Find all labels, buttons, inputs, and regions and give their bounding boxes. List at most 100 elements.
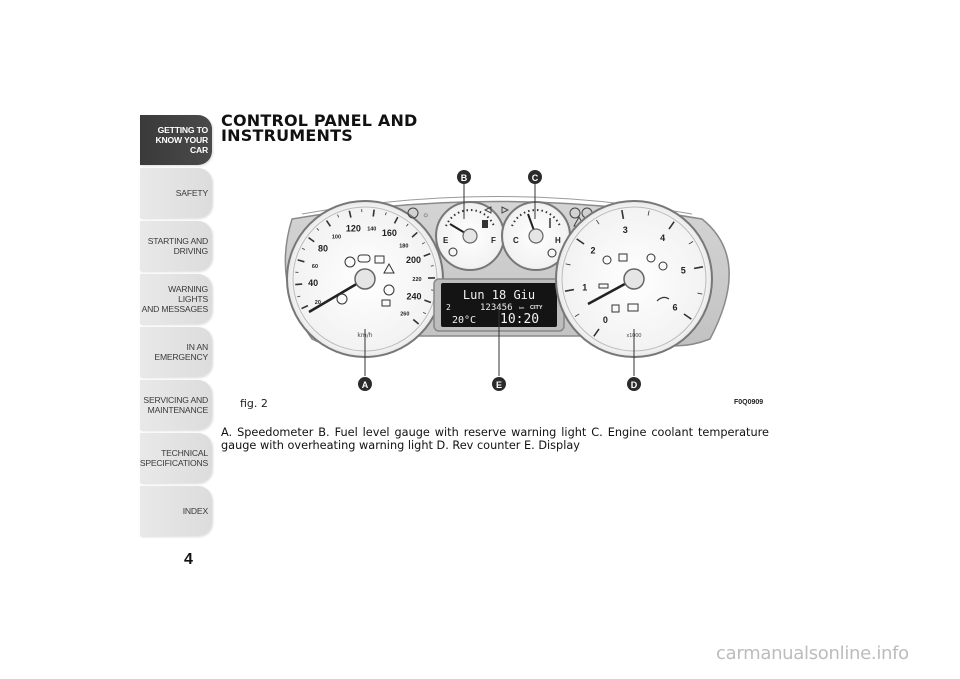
dial-tick-label: 4	[660, 233, 665, 243]
dial-tick-label: 140	[367, 226, 376, 232]
dial-tick	[297, 295, 301, 298]
dial-tick	[621, 209, 625, 220]
dial-tick	[424, 299, 432, 304]
dial-tick	[688, 241, 694, 245]
dial-tick	[421, 242, 425, 245]
tab-servicing[interactable]: SERVICING AND MAINTENANCE	[140, 380, 212, 430]
light-icon: ☼	[422, 210, 429, 219]
dial-tick	[564, 288, 575, 292]
dial-tick-label: 6	[672, 303, 677, 313]
turn-right-icon	[501, 206, 510, 214]
dial-tick	[301, 304, 309, 310]
fuel-gauge: E F	[435, 201, 505, 271]
temp-low-label: C	[513, 236, 519, 245]
display-gear: 2	[446, 303, 451, 312]
dial-tick	[412, 318, 420, 325]
dial-tick	[308, 236, 315, 243]
dial-tick	[301, 247, 305, 250]
display-time: 10:20	[500, 312, 539, 327]
dial-tick-label: 120	[346, 223, 361, 233]
dial-tick	[337, 214, 340, 218]
hazard-icon	[383, 262, 395, 274]
dial-tick-label: 160	[382, 228, 397, 238]
display-temperature: 20°C	[452, 315, 476, 326]
tab-label: WARNING LIGHTS AND MESSAGES	[141, 284, 209, 314]
tab-safety[interactable]: SAFETY	[140, 168, 212, 218]
figure-code: F0Q0909	[734, 399, 764, 406]
dial-tick	[295, 283, 303, 286]
turn-left-icon	[483, 206, 492, 214]
dial-tick-label: 0	[603, 315, 608, 325]
speedometer-needle	[308, 277, 366, 314]
airbag-icon	[646, 253, 656, 263]
dial-tick-label: 3	[623, 225, 628, 235]
tab-label: SERVICING AND MAINTENANCE	[143, 395, 208, 415]
dial-tick-label: 40	[308, 278, 318, 288]
display-mode: CITY	[530, 305, 543, 311]
warning-icon	[383, 284, 395, 296]
dial-tick	[325, 220, 332, 227]
glow-plug-icon	[598, 283, 609, 289]
fog-light-icon	[569, 207, 581, 219]
dial-tick-label: 2	[591, 245, 596, 255]
dial-tick	[565, 263, 571, 266]
tab-index[interactable]: INDEX	[140, 486, 212, 536]
page-number: 4	[184, 551, 193, 568]
tab-label: IN AN EMERGENCY	[154, 342, 208, 362]
headlight-icon	[407, 207, 419, 219]
tab-getting-to-know-your-car[interactable]: GETTING TO KNOW YOUR CAR	[140, 115, 212, 165]
warning-icon	[611, 304, 620, 313]
callout-markers: B C A E D	[358, 170, 641, 391]
tab-label: SAFETY	[175, 188, 208, 198]
warning-icon	[602, 255, 612, 265]
dial-tick	[574, 313, 580, 317]
section-title: CONTROL PANEL AND INSTRUMENTS	[221, 111, 418, 145]
dial-tick	[406, 223, 409, 227]
dial-tick	[411, 231, 418, 238]
tab-technical-specifications[interactable]: TECHNICAL SPECIFICATIONS	[140, 433, 212, 483]
dial-tick-label: 5	[681, 265, 686, 275]
callout-d: D	[631, 380, 638, 390]
dial-tick-label: 180	[399, 243, 408, 249]
dial-tick	[393, 216, 399, 224]
display-date: Lun 18 Giu	[463, 288, 535, 302]
dial-tick	[423, 252, 431, 257]
tab-label: TECHNICAL SPECIFICATIONS	[139, 448, 208, 468]
watermark: carmanualsonline.info	[716, 643, 909, 664]
warning-icon	[357, 254, 371, 263]
callout-c: C	[532, 173, 539, 183]
tab-label: INDEX	[182, 506, 208, 516]
warning-icon	[344, 256, 356, 268]
fuel-low-label: E	[443, 236, 449, 245]
tab-starting-and-driving[interactable]: STARTING AND DRIVING	[140, 221, 212, 271]
chapter-sidebar: GETTING TO KNOW YOUR CAR SAFETY STARTING…	[140, 115, 212, 539]
dial-tick	[596, 219, 600, 225]
coolant-temperature-gauge: C H	[501, 201, 571, 271]
dial-tick	[297, 259, 305, 263]
tab-label: STARTING AND DRIVING	[147, 236, 209, 256]
dial-tick	[576, 238, 585, 245]
dial-tick	[372, 209, 375, 217]
callout-a: A	[362, 380, 369, 390]
callout-b: B	[461, 173, 468, 183]
dial-tick	[384, 212, 387, 216]
tab-in-an-emergency[interactable]: IN AN EMERGENCY	[140, 327, 212, 377]
tab-label: GETTING TO KNOW YOUR CAR	[155, 125, 209, 155]
warning-icon	[381, 299, 391, 307]
dial-tick-label: 240	[406, 291, 421, 301]
warning-icon	[618, 253, 628, 262]
warning-icon	[658, 261, 668, 271]
dial-tick	[316, 227, 320, 231]
dial-tick	[422, 311, 426, 315]
figure-label: fig. 2	[240, 397, 268, 410]
display-odometer: 123456	[480, 303, 513, 313]
dial-tick-label: 200	[406, 255, 421, 265]
callouts	[364, 182, 635, 376]
battery-icon	[627, 303, 639, 312]
fuel-pump-icon	[482, 220, 488, 228]
dial-tick-label: 100	[332, 235, 341, 241]
dial-tick-label: 260	[400, 311, 409, 317]
tab-warning-lights[interactable]: WARNING LIGHTS AND MESSAGES	[140, 274, 212, 324]
